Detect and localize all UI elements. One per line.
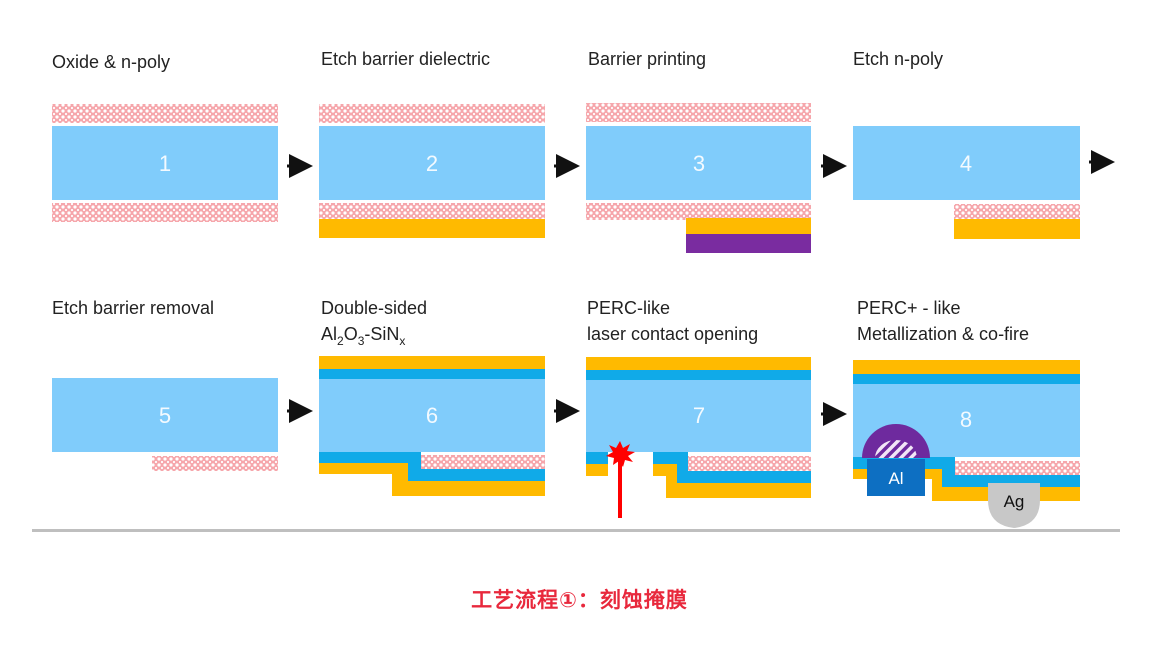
rear-poly-layer <box>586 203 811 220</box>
step-7-title-line-1: PERC-like <box>587 298 670 318</box>
step-4-number: 4 <box>960 151 972 176</box>
step-7-cross-section: 7 <box>586 357 811 518</box>
front-alox-layer <box>319 369 545 379</box>
wafer <box>52 378 278 452</box>
step-7-number: 7 <box>693 403 705 428</box>
al-label: Al <box>888 469 903 488</box>
step-2-title: Etch barrier dielectric <box>321 49 490 69</box>
step-6-formula: Al2O3-SiNx <box>321 324 405 348</box>
front-sinx-layer <box>319 356 545 369</box>
front-poly-layer <box>319 104 545 123</box>
step-6-cross-section: 6 <box>319 356 545 496</box>
step-3-title: Barrier printing <box>588 49 706 69</box>
rear-poly-layer <box>954 204 1080 219</box>
rear-alox-layer <box>586 452 608 464</box>
rear-poly-layer <box>52 203 278 222</box>
laser-spark-icon <box>606 441 635 467</box>
rear-alox-layer <box>319 452 545 481</box>
ag-label: Ag <box>1004 492 1025 511</box>
wafer <box>853 126 1080 200</box>
step-3-cross-section: 3 <box>586 103 811 253</box>
step-2-number: 2 <box>426 151 438 176</box>
rear-poly-layer <box>319 203 545 219</box>
wafer <box>586 126 811 200</box>
rear-alox-layer <box>653 452 811 483</box>
step-1-number: 1 <box>159 151 171 176</box>
step-1-title: Oxide & n-poly <box>52 52 170 72</box>
rear-poly-layer <box>688 456 811 471</box>
step-5-cross-section: 5 <box>52 378 278 471</box>
rear-poly-layer <box>955 461 1080 475</box>
step-5-number: 5 <box>159 403 171 428</box>
figure-caption: 工艺流程①：刻蚀掩膜 <box>471 588 688 612</box>
step-7-title-line-2: laser contact opening <box>587 324 758 344</box>
rear-sinx-layer <box>586 464 608 476</box>
step-5-title: Etch barrier removal <box>52 298 214 318</box>
step-6-number: 6 <box>426 403 438 428</box>
al-contact <box>867 459 925 496</box>
printed-barrier-layer <box>686 234 811 253</box>
step-6-title: Double-sided <box>321 298 427 318</box>
step-8-title-line-2: Metallization & co-fire <box>857 324 1029 344</box>
wafer <box>319 126 545 200</box>
front-poly-layer <box>586 103 811 122</box>
step-1-cross-section: 1 <box>52 104 278 222</box>
barrier-dielectric-layer <box>686 218 811 234</box>
rear-sinx-layer <box>319 463 545 496</box>
barrier-dielectric-layer <box>954 219 1080 239</box>
step-2-cross-section: 2 <box>319 104 545 238</box>
step-8-title-line-1: PERC+ - like <box>857 298 961 318</box>
rear-poly-layer <box>152 456 278 471</box>
barrier-dielectric-layer <box>319 219 545 238</box>
wafer <box>586 380 811 452</box>
front-alox-layer <box>853 374 1080 384</box>
wafer <box>52 126 278 200</box>
step-4-title: Etch n-poly <box>853 49 943 69</box>
wafer <box>319 379 545 452</box>
divider <box>32 529 1120 532</box>
step-4-cross-section: 4 <box>853 126 1080 239</box>
rear-poly-layer <box>421 455 545 469</box>
front-alox-layer <box>586 370 811 380</box>
step-8-cross-section: Al Ag 8 <box>853 360 1080 528</box>
front-sinx-layer <box>586 357 811 370</box>
ag-contact <box>988 483 1040 528</box>
rear-sinx-layer <box>653 464 811 498</box>
al-si-alloy-region <box>875 440 917 458</box>
step-8-number: 8 <box>960 407 972 432</box>
step-3-number: 3 <box>693 151 705 176</box>
front-poly-layer <box>52 104 278 123</box>
front-sinx-layer <box>853 360 1080 374</box>
